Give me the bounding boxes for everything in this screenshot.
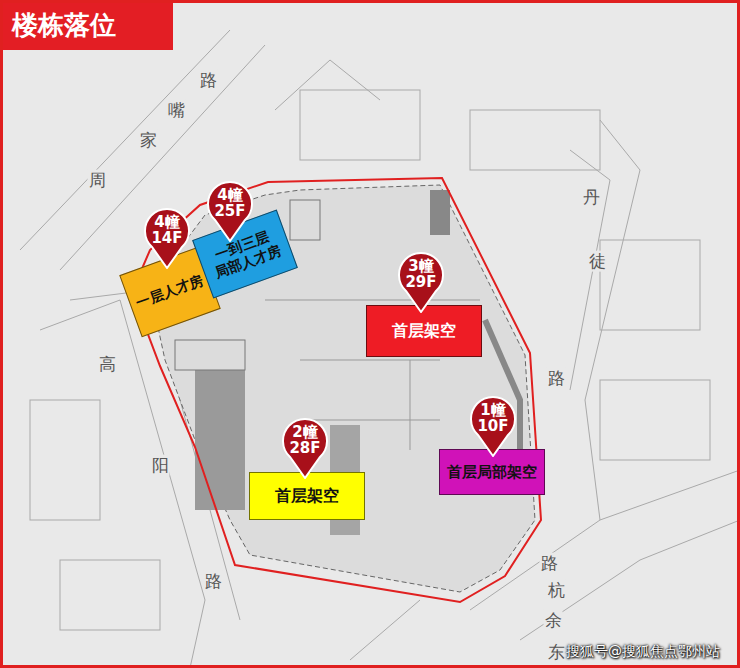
watermark: 搜狐号@搜狐焦点鄂州站	[565, 643, 721, 660]
title-text: 楼栋落位	[12, 8, 116, 42]
pin-text-holder: 2幢 28F	[281, 419, 329, 463]
map-shape	[470, 110, 600, 170]
location-pin: 4幢 25F	[206, 180, 254, 242]
building-label: 4幢 25F	[208, 188, 252, 220]
street-name: 周	[88, 170, 107, 191]
map-shape	[350, 600, 420, 660]
map-shape	[520, 520, 740, 640]
street-name: 余	[544, 610, 563, 631]
pin-text-holder: 4幢 25F	[206, 182, 254, 226]
building-note: 一层人才房	[134, 272, 206, 312]
location-pin: 1幢 10F	[469, 395, 517, 457]
street-name: 路	[204, 571, 223, 592]
street-name: 路	[540, 553, 559, 574]
map-shape	[600, 240, 700, 330]
street-name: 丹	[582, 187, 601, 208]
street-name: 嘴	[167, 100, 186, 121]
location-pin: 4幢 14F	[143, 207, 191, 269]
building-label: 2幢 28F	[283, 425, 327, 457]
building-footprint: 首层架空	[366, 305, 482, 357]
building-note: 首层架空	[275, 486, 339, 506]
pin-outline	[283, 419, 327, 478]
street-name: 徒	[588, 251, 607, 272]
building-footprint: 首层架空	[249, 472, 365, 520]
pin-outline	[471, 397, 515, 456]
map-shape	[20, 30, 230, 250]
map-shape	[195, 370, 245, 510]
map-shape	[430, 190, 450, 235]
pin-outline	[399, 253, 443, 312]
map-shape	[0, 0, 173, 50]
map-shape	[275, 60, 380, 110]
map-shape	[600, 380, 710, 460]
street-name: 路	[547, 368, 566, 389]
street-name: 家	[139, 130, 158, 151]
map-shape	[290, 200, 320, 240]
map-shape	[300, 90, 420, 160]
street-name: 阳	[151, 455, 170, 476]
building-note: 一到三层 局部人才房	[203, 225, 286, 284]
map-shape	[570, 150, 610, 390]
street-name: 路	[199, 70, 218, 91]
street-name: 高	[98, 354, 117, 375]
building-label: 1幢 10F	[471, 403, 515, 435]
building-label: 3幢 29F	[399, 259, 443, 291]
location-pin: 2幢 28F	[281, 417, 329, 479]
map-shape	[132, 178, 541, 602]
building-note: 首层局部架空	[447, 463, 537, 482]
street-name: 东	[547, 642, 566, 663]
street-name: 杭	[547, 580, 566, 601]
map-shape	[60, 560, 160, 630]
building-label: 4幢 14F	[145, 215, 189, 247]
pin-text-holder: 3幢 29F	[397, 253, 445, 297]
map-shape	[175, 340, 245, 370]
map-shape	[30, 400, 100, 520]
building-note: 首层架空	[392, 321, 456, 341]
map-shape	[60, 45, 265, 270]
pin-text-holder: 1幢 10F	[469, 397, 517, 441]
pin-text-holder: 4幢 14F	[143, 209, 191, 253]
location-pin: 3幢 29F	[397, 251, 445, 313]
map-shape	[20, 30, 740, 668]
